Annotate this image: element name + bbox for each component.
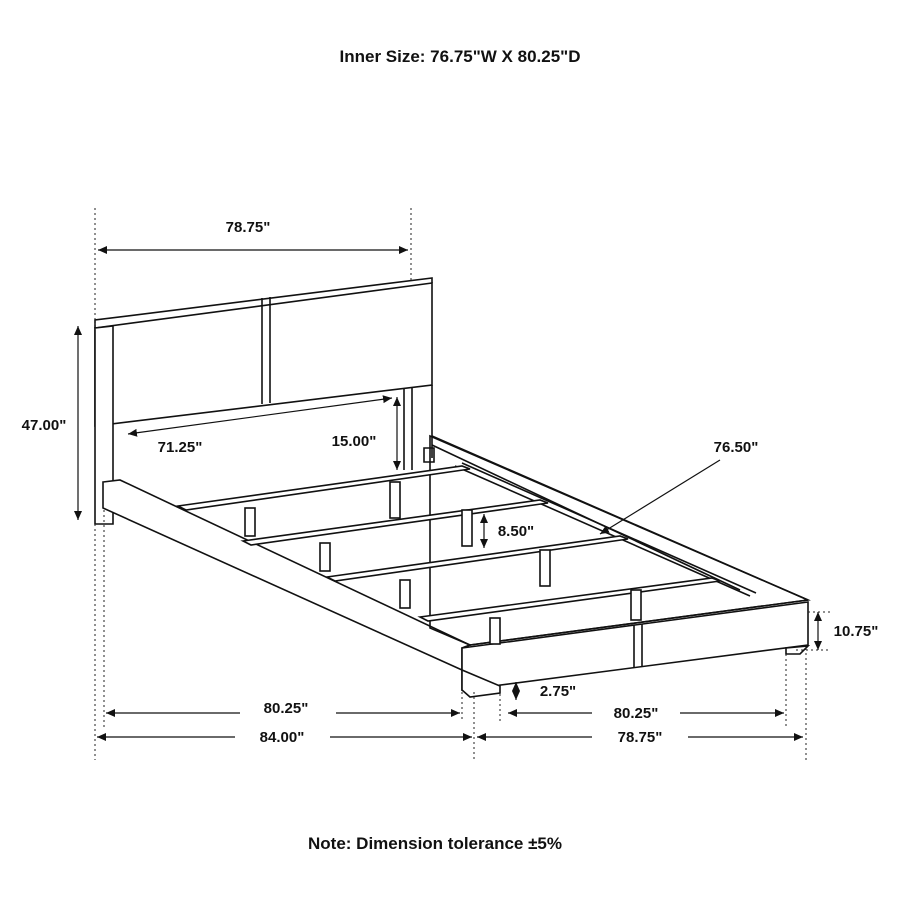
left-side-rail bbox=[102, 479, 473, 672]
tolerance-note: Note: Dimension tolerance ±5% bbox=[308, 834, 562, 853]
label-headboard-width: 78.75" bbox=[226, 219, 271, 236]
headboard-bracket bbox=[423, 447, 435, 463]
dimension-lines bbox=[74, 208, 830, 760]
footboard-split-line bbox=[633, 624, 643, 668]
label-footboard-inner-width: 80.25" bbox=[614, 705, 659, 722]
label-overall-height: 47.00" bbox=[22, 417, 67, 434]
label-headboard-inner-width: 71.25" bbox=[158, 439, 203, 456]
label-leg-height: 8.50" bbox=[498, 523, 534, 540]
label-floor-clearance: 2.75" bbox=[540, 683, 576, 700]
headboard bbox=[94, 282, 433, 427]
label-side-overall-length: 84.00" bbox=[260, 729, 305, 746]
label-slat-length: 76.50" bbox=[714, 439, 759, 456]
inner-size-title: Inner Size: 76.75"W X 80.25"D bbox=[340, 47, 581, 66]
headboard-left-post bbox=[94, 325, 114, 525]
slat-3 bbox=[324, 535, 629, 582]
right-rail-top bbox=[431, 435, 809, 601]
slat-4 bbox=[417, 577, 721, 622]
headboard-right-post bbox=[403, 385, 433, 470]
front-left-leg bbox=[461, 668, 501, 698]
slat-support-legs bbox=[244, 481, 642, 645]
bed-drawing bbox=[94, 277, 811, 698]
label-side-inner-length: 80.25" bbox=[264, 700, 309, 717]
slat-1 bbox=[175, 465, 471, 511]
label-footboard-overall-width: 78.75" bbox=[618, 729, 663, 746]
label-under-headboard-clearance: 15.00" bbox=[332, 433, 377, 450]
label-rail-height: 10.75" bbox=[834, 623, 879, 640]
